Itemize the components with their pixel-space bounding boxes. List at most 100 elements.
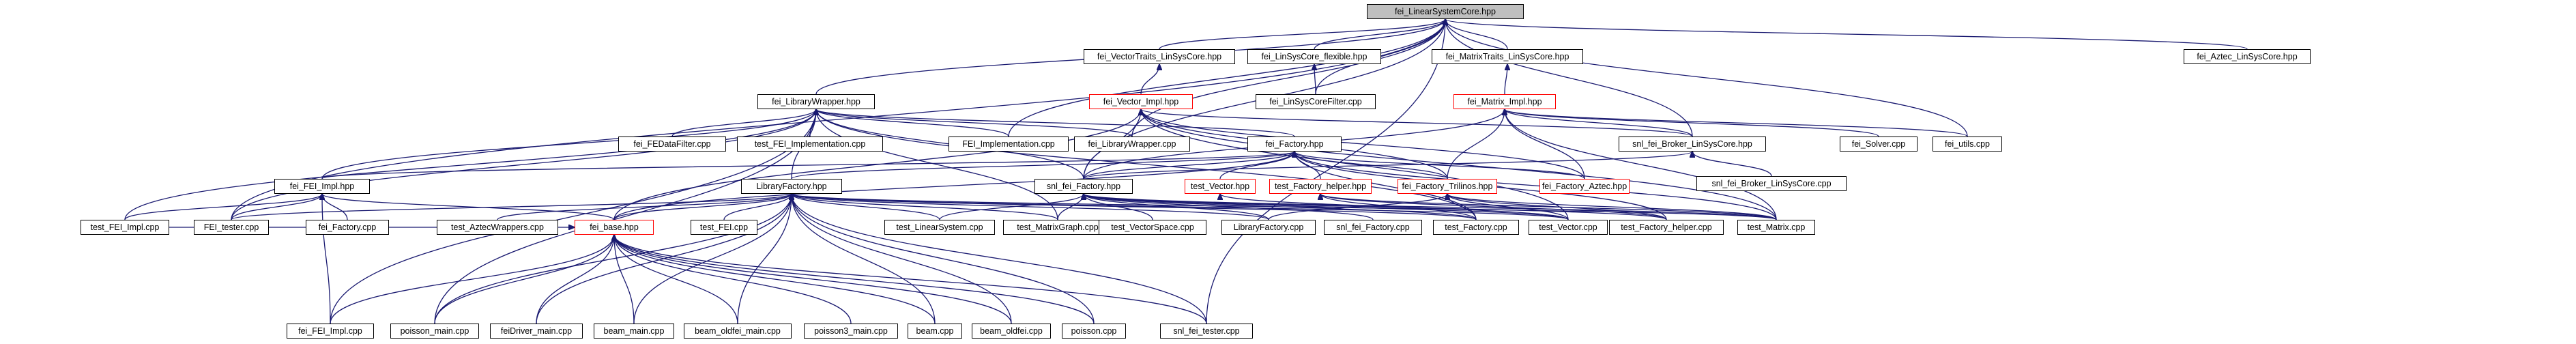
- include-edge: [1505, 109, 1968, 137]
- include-edge: [1447, 109, 1505, 180]
- include-edge: [322, 194, 615, 220]
- node-libraryfactory-hpp[interactable]: LibraryFactory.hpp: [741, 179, 842, 194]
- include-edge: [1084, 194, 1569, 220]
- include-edge: [614, 235, 635, 324]
- include-edge: [614, 235, 936, 324]
- include-edge: [1008, 19, 1445, 137]
- include-edge: [1159, 19, 1445, 50]
- include-edge: [1314, 64, 1316, 95]
- node-beam-cpp[interactable]: beam.cpp: [908, 324, 962, 339]
- include-edge: [1505, 109, 1585, 180]
- include-edge: [1140, 64, 1159, 95]
- node-beam-oldfei-cpp[interactable]: beam_oldfei.cpp: [972, 324, 1051, 339]
- include-edge: [1320, 194, 1667, 220]
- include-edge: [614, 235, 1207, 324]
- include-edge: [321, 152, 1294, 180]
- node-fei-tester-cpp[interactable]: FEI_tester.cpp: [194, 220, 269, 235]
- include-edge: [1084, 194, 1667, 220]
- include-edge: [1294, 152, 1321, 180]
- node-fei-factory-cpp[interactable]: fei_Factory.cpp: [306, 220, 389, 235]
- node-beam-oldfei-main-cpp[interactable]: beam_oldfei_main.cpp: [684, 324, 792, 339]
- node-snl-fei-factory-hpp[interactable]: snl_fei_Factory.hpp: [1034, 179, 1133, 194]
- include-edge: [792, 194, 940, 220]
- include-edge: [322, 194, 348, 220]
- include-edge: [1445, 19, 1968, 137]
- include-edge: [1505, 109, 1693, 137]
- node-test-matrixgraph-cpp[interactable]: test_MatrixGraph.cpp: [1003, 220, 1112, 235]
- node-test-factory-helper-hpp[interactable]: test_Factory_helper.hpp: [1269, 179, 1372, 194]
- node-fei-vectortraits-linsyscore-hpp[interactable]: fei_VectorTraits_LinSysCore.hpp: [1084, 49, 1235, 64]
- node-fei-matrix-impl-hpp[interactable]: fei_Matrix_Impl.hpp: [1453, 94, 1556, 109]
- node-fei-librarywrapper-cpp[interactable]: fei_LibraryWrapper.cpp: [1074, 137, 1190, 152]
- include-edge: [1504, 64, 1507, 95]
- include-edge: [1083, 152, 1294, 180]
- include-edge: [497, 194, 792, 220]
- include-edge: [1268, 194, 1447, 220]
- include-edge: [1445, 19, 1693, 137]
- node-test-fei-impl-cpp[interactable]: test_FEI_Impl.cpp: [81, 220, 169, 235]
- include-edge: [1084, 194, 1269, 220]
- include-edge: [1505, 109, 1879, 137]
- node-fei-factory-aztec-hpp[interactable]: fei_Factory_Aztec.hpp: [1539, 179, 1630, 194]
- node-fei-implementation-cpp[interactable]: FEI_Implementation.cpp: [949, 137, 1069, 152]
- include-edge: [816, 109, 1295, 137]
- node-fei-base-hpp[interactable]: fei_base.hpp: [575, 220, 654, 235]
- node-poisson3-main-cpp[interactable]: poisson3_main.cpp: [804, 324, 898, 339]
- include-edge: [1447, 194, 1667, 220]
- node-poisson-main-cpp[interactable]: poisson_main.cpp: [390, 324, 479, 339]
- include-edge: [671, 109, 816, 137]
- include-edge: [1447, 194, 1777, 220]
- node-fei-vector-impl-hpp[interactable]: fei_Vector_Impl.hpp: [1089, 94, 1193, 109]
- node-test-vectorspace-cpp[interactable]: test_VectorSpace.cpp: [1099, 220, 1206, 235]
- node-snl-fei-tester-cpp[interactable]: snl_fei_tester.cpp: [1160, 324, 1253, 339]
- include-edge: [1141, 109, 1585, 180]
- node-snl-fei-broker-linsyscore-hpp[interactable]: snl_fei_Broker_LinSysCore.hpp: [1619, 137, 1766, 152]
- node-test-vector-hpp[interactable]: test_Vector.hpp: [1185, 179, 1256, 194]
- node-fei-matrixtraits-linsyscore-hpp[interactable]: fei_MatrixTraits_LinSysCore.hpp: [1432, 49, 1583, 64]
- node-test-factory-helper-cpp[interactable]: test_Factory_helper.cpp: [1609, 220, 1724, 235]
- node-fei-fei-impl-hpp[interactable]: fei_FEI_Impl.hpp: [274, 179, 370, 194]
- node-libraryfactory-cpp[interactable]: LibraryFactory.cpp: [1221, 220, 1316, 235]
- node-poisson-cpp[interactable]: poisson.cpp: [1062, 324, 1126, 339]
- include-edge: [614, 235, 852, 324]
- node-feidriver-main-cpp[interactable]: feiDriver_main.cpp: [490, 324, 583, 339]
- node-fei-factory-hpp[interactable]: fei_Factory.hpp: [1247, 137, 1342, 152]
- node-fei-fedatafilter-cpp[interactable]: fei_FEDataFilter.cpp: [618, 137, 726, 152]
- node-fei-aztec-linsyscore-hpp[interactable]: fei_Aztec_LinSysCore.hpp: [2184, 49, 2311, 64]
- include-edge: [792, 194, 936, 324]
- include-edge: [792, 194, 1095, 324]
- include-edge: [124, 109, 816, 220]
- include-edge: [434, 194, 792, 324]
- include-edge: [737, 194, 792, 324]
- node-fei-linearsystemcore-hpp: fei_LinearSystemCore.hpp: [1367, 4, 1524, 19]
- include-edge: [231, 109, 816, 220]
- node-fei-librarywrapper-hpp[interactable]: fei_LibraryWrapper.hpp: [757, 94, 875, 109]
- node-test-fei-implementation-cpp[interactable]: test_FEI_Implementation.cpp: [737, 137, 883, 152]
- node-test-aztecwrappers-cpp[interactable]: test_AztecWrappers.cpp: [437, 220, 558, 235]
- include-edge: [231, 194, 322, 220]
- include-edge: [816, 109, 1133, 137]
- node-test-factory-cpp[interactable]: test_Factory.cpp: [1433, 220, 1519, 235]
- include-edge: [1131, 19, 1445, 137]
- node-fei-factory-trilinos-hpp[interactable]: fei_Factory_Trilinos.hpp: [1398, 179, 1497, 194]
- include-edge: [1083, 152, 1692, 180]
- include-edge: [1141, 109, 1569, 220]
- node-snl-fei-broker-linsyscore-cpp[interactable]: snl_fei_Broker_LinSysCore.cpp: [1696, 176, 1847, 191]
- node-fei-fei-impl-cpp[interactable]: fei_FEI_Impl.cpp: [287, 324, 374, 339]
- node-fei-utils-cpp[interactable]: fei_utils.cpp: [1933, 137, 2002, 152]
- include-edge: [124, 194, 322, 220]
- node-fei-linsyscore-flexible-hpp[interactable]: fei_LinSysCore_flexible.hpp: [1247, 49, 1381, 64]
- include-edge: [1057, 194, 1084, 220]
- node-snl-fei-factory-cpp[interactable]: snl_fei_Factory.cpp: [1324, 220, 1422, 235]
- include-edge: [613, 194, 792, 220]
- node-beam-main-cpp[interactable]: beam_main.cpp: [594, 324, 674, 339]
- include-edge: [792, 194, 1012, 324]
- node-fei-linsyscorefilter-cpp[interactable]: fei_LinSysCoreFilter.cpp: [1256, 94, 1376, 109]
- node-test-fei-cpp[interactable]: test_FEI.cpp: [691, 220, 757, 235]
- node-test-matrix-cpp[interactable]: test_Matrix.cpp: [1737, 220, 1815, 235]
- node-fei-solver-cpp[interactable]: fei_Solver.cpp: [1840, 137, 1917, 152]
- include-edge: [1294, 152, 1777, 220]
- node-test-vector-cpp[interactable]: test_Vector.cpp: [1529, 220, 1608, 235]
- node-test-linearsystem-cpp[interactable]: test_LinearSystem.cpp: [884, 220, 995, 235]
- include-edge: [1320, 194, 1777, 220]
